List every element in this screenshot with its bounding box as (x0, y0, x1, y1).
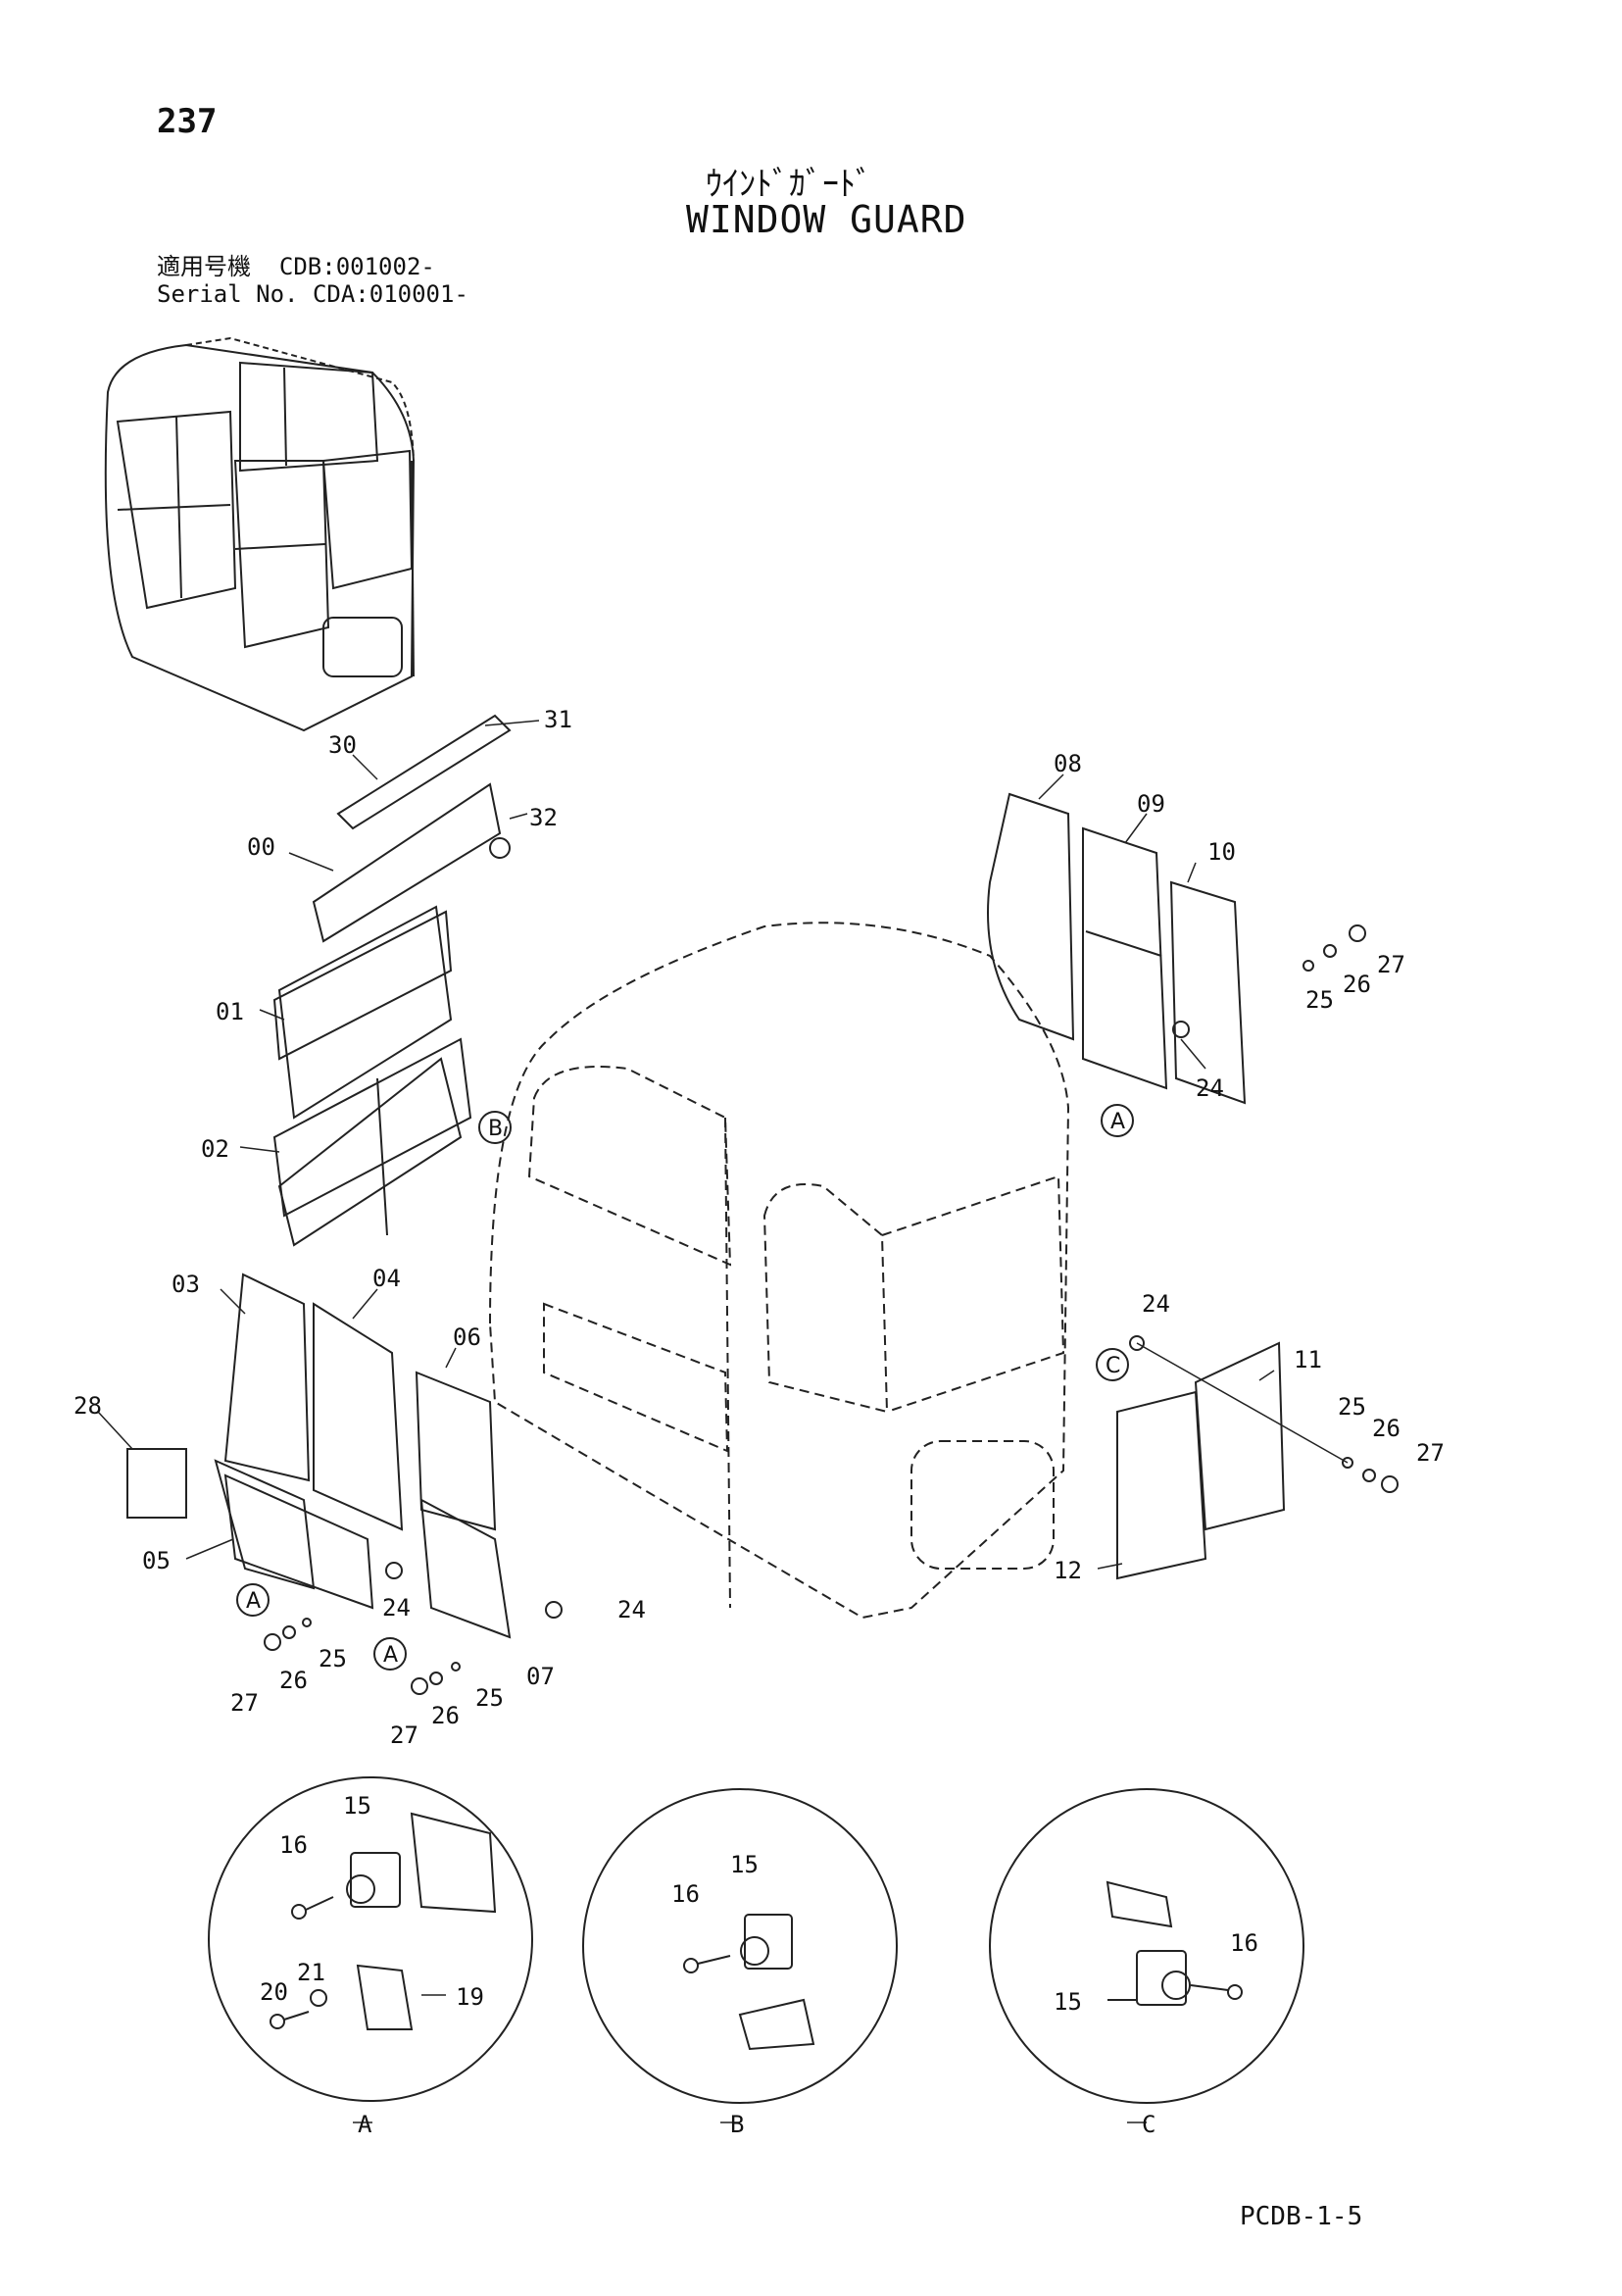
bubble-letters: B A C A A (246, 1110, 1125, 1668)
svg-text:11: 11 (1294, 1346, 1322, 1373)
svg-text:05: 05 (142, 1547, 171, 1574)
svg-text:09: 09 (1137, 790, 1165, 818)
svg-text:16: 16 (1230, 1929, 1258, 1957)
svg-text:15: 15 (343, 1792, 371, 1820)
svg-text:20: 20 (260, 1978, 288, 2006)
svg-text:27: 27 (230, 1689, 259, 1717)
svg-text:08: 08 (1054, 750, 1082, 777)
svg-text:16: 16 (279, 1831, 308, 1859)
svg-text:24: 24 (382, 1594, 411, 1622)
callout-labels: 30 31 32 00 01 02 03 04 06 28 05 08 09 1… (74, 706, 1445, 1749)
cab-overview-drawing (104, 336, 416, 732)
serial-cdb: CDB:001002- (278, 253, 435, 280)
svg-text:25: 25 (1338, 1393, 1366, 1421)
page-number: 237 (157, 102, 218, 141)
detail-view-b (582, 1788, 898, 2104)
svg-text:06: 06 (453, 1323, 481, 1351)
serial-label: Serial No. (157, 280, 299, 308)
leader-lines (97, 720, 1349, 1570)
panel-group-right-bottom (1116, 1341, 1286, 1580)
svg-text:A: A (358, 2111, 372, 2138)
svg-text:27: 27 (1377, 951, 1405, 978)
svg-text:C: C (1106, 1354, 1120, 1378)
svg-text:A: A (246, 1589, 261, 1614)
svg-text:24: 24 (1196, 1074, 1224, 1102)
svg-text:01: 01 (216, 998, 244, 1025)
serial-jp-label: 適用号機 (157, 253, 251, 280)
reference-bubbles (236, 1104, 1134, 1671)
title-japanese: ｳｲﾝﾄﾞｶﾞｰﾄﾞ (706, 165, 872, 204)
svg-text:B: B (730, 2111, 744, 2138)
svg-text:26: 26 (279, 1667, 308, 1694)
svg-text:03: 03 (172, 1271, 200, 1298)
panel-group-right-top (987, 792, 1247, 1105)
svg-text:02: 02 (201, 1135, 229, 1163)
svg-text:27: 27 (390, 1722, 418, 1749)
footer-code: PCDB-1-5 (1240, 2202, 1363, 2231)
detail-leaders (353, 1994, 1147, 2123)
serial-block: 適用号機 CDB:001002-Serial No. CDA:010001- (157, 253, 468, 308)
detail-labels: 15 16 19 20 21 A 15 16 B 16 15 C (260, 1792, 1258, 2138)
svg-text:28: 28 (74, 1392, 102, 1420)
svg-text:26: 26 (1372, 1415, 1401, 1442)
svg-text:16: 16 (671, 1880, 700, 1908)
svg-text:24: 24 (617, 1596, 646, 1623)
svg-text:25: 25 (475, 1684, 504, 1712)
svg-text:15: 15 (730, 1851, 759, 1878)
svg-text:A: A (1110, 1110, 1125, 1134)
panel-group-left (126, 1273, 512, 1639)
svg-text:26: 26 (1343, 971, 1371, 998)
detail-view-a (208, 1776, 533, 2102)
svg-text:27: 27 (1416, 1439, 1445, 1467)
fasteners (264, 837, 1399, 1695)
svg-text:15: 15 (1054, 1988, 1082, 2016)
svg-text:04: 04 (372, 1265, 401, 1292)
svg-text:19: 19 (456, 1983, 484, 2011)
svg-text:A: A (383, 1643, 398, 1668)
svg-text:B: B (488, 1117, 503, 1141)
title-english: WINDOW GUARD (686, 198, 967, 241)
cab-main-drawing (488, 922, 1070, 1620)
panel-group-top (272, 714, 512, 1247)
svg-text:30: 30 (328, 731, 357, 759)
svg-text:07: 07 (526, 1663, 555, 1690)
svg-text:21: 21 (297, 1959, 325, 1986)
svg-text:00: 00 (247, 833, 275, 861)
svg-text:25: 25 (1305, 986, 1334, 1014)
svg-text:C: C (1142, 2111, 1155, 2138)
svg-text:10: 10 (1207, 838, 1236, 866)
svg-text:31: 31 (544, 706, 572, 733)
svg-text:24: 24 (1142, 1290, 1170, 1318)
svg-text:25: 25 (319, 1645, 347, 1672)
svg-text:32: 32 (529, 804, 558, 831)
svg-text:12: 12 (1054, 1557, 1082, 1584)
serial-cda: CDA:010001- (312, 280, 468, 308)
svg-text:26: 26 (431, 1702, 460, 1729)
detail-view-c (989, 1788, 1304, 2104)
